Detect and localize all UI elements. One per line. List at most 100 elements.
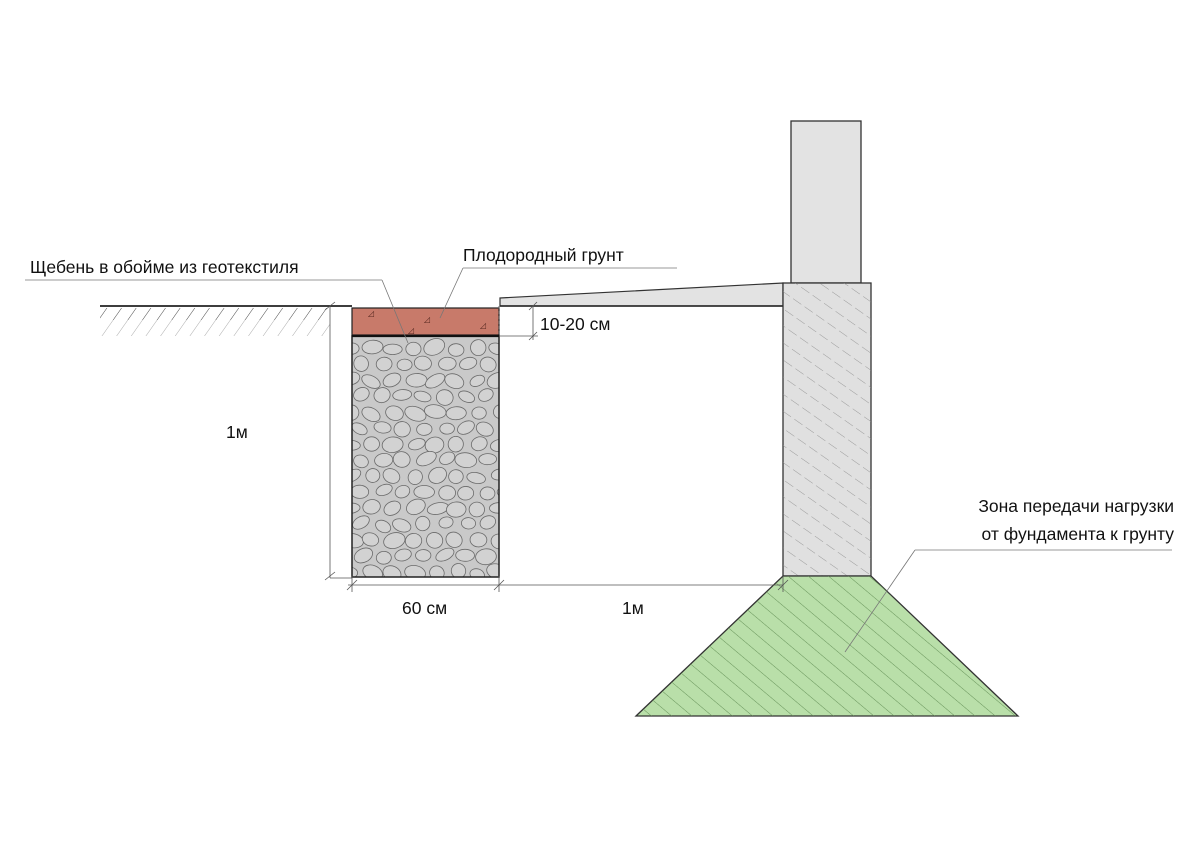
house-wall [790, 120, 862, 284]
gravel-stone [375, 550, 392, 565]
gravel-stone [455, 548, 475, 562]
gravel-stone [498, 419, 518, 437]
gravel-stone [435, 389, 454, 406]
trench-width-label: 60 см [402, 598, 447, 618]
gravel-stone [460, 517, 476, 530]
gravel-stone [365, 468, 381, 483]
gravel-stone [471, 406, 487, 420]
gravel-stone [469, 532, 488, 548]
gravel-stone [475, 548, 497, 566]
gravel-stone [382, 372, 402, 388]
gravel-stone [466, 471, 486, 484]
gravel-stone [459, 356, 478, 370]
gravel-stone [413, 485, 435, 499]
gravel-stone [457, 486, 475, 501]
gravel-stone [352, 484, 370, 499]
gravel-stone [352, 439, 361, 451]
gravel-trench [351, 334, 522, 578]
gravel-stone [415, 515, 431, 532]
gravel-stone [479, 356, 497, 373]
gravel-stone [469, 374, 486, 387]
leader-lines [25, 267, 1172, 653]
gravel-stone [439, 451, 456, 465]
gravel-stone [353, 355, 369, 372]
distance-label: 1м [622, 598, 644, 618]
gravel-stone [406, 498, 426, 516]
gravel-stone [392, 451, 411, 468]
gravel-stone [438, 516, 454, 529]
gravel-stone [450, 563, 467, 577]
gravel-stone [373, 387, 391, 404]
gravel-stone [478, 388, 494, 402]
load-zone-label-line1: Зона передачи нагрузки [978, 496, 1174, 516]
gravel-stone [394, 484, 411, 499]
gravel-stone [363, 436, 380, 452]
gravel-stone [416, 422, 433, 436]
gravel-stone [405, 373, 428, 388]
gravel-stone [499, 358, 522, 375]
gravel-stone [438, 356, 457, 371]
gravel-stone [352, 502, 361, 515]
gravel-stone [361, 339, 384, 355]
gravel-stone [352, 533, 364, 549]
svg-text:◿: ◿ [479, 321, 486, 330]
gravel-stone [457, 420, 475, 435]
gravel-stone [446, 501, 467, 518]
gravel-stone [383, 532, 406, 549]
gravel-stone [396, 358, 413, 371]
blind-area-slab [499, 282, 784, 307]
svg-text:◿: ◿ [407, 326, 414, 335]
gravel-stone [458, 390, 475, 403]
gravel-stone [425, 373, 446, 389]
gravel-stone [352, 371, 361, 386]
gravel-stone [353, 547, 374, 564]
gravel-stone [490, 533, 499, 550]
gravel-stone [470, 436, 488, 452]
dimension-lines [324, 301, 789, 592]
gravel-stone [413, 390, 432, 403]
gravel-stone [382, 468, 401, 484]
gravel-stone [375, 519, 392, 534]
gravel-stone [408, 438, 426, 451]
gravel-stone [381, 436, 404, 454]
layer-thickness-label: 10-20 см [540, 314, 610, 334]
gravel-stone [374, 452, 394, 468]
gravel-stone [498, 451, 499, 467]
foundation [782, 282, 872, 577]
gravel-stone [496, 487, 499, 500]
gravel-stone [478, 453, 498, 466]
gravel-stone [415, 549, 432, 562]
gravel-stone [362, 499, 381, 515]
ground-surface [100, 305, 352, 340]
fertile-soil-label: Плодородный грунт [463, 245, 624, 265]
load-transfer-zone [634, 575, 1020, 717]
gravel-stone [424, 436, 445, 454]
gravel-stone [392, 389, 413, 401]
gravel-stone [447, 435, 464, 453]
gravel-stone [438, 485, 456, 501]
gravel-stone [375, 356, 393, 372]
gravel-stone [416, 450, 437, 467]
gravel-stone [385, 405, 404, 421]
gravel-stone [361, 374, 381, 389]
gravel-stone [445, 406, 467, 421]
svg-text:◿: ◿ [423, 315, 430, 324]
gravel-stone [428, 466, 447, 484]
gravel-stone [470, 339, 487, 357]
gravel-stone [404, 533, 423, 549]
gravel-stone [498, 515, 499, 532]
gravel-stone [475, 421, 494, 437]
gravel-stone [486, 563, 499, 577]
gravel-stone [468, 501, 485, 518]
fertile-soil-layer: ◿ ◿ ◿ ◿ [351, 307, 500, 336]
gravel-stone [373, 421, 392, 434]
gravel-stone [382, 565, 402, 577]
gravel-stone [352, 566, 358, 577]
gravel-stone [426, 532, 444, 549]
gravel-stone [352, 342, 360, 355]
svg-text:◿: ◿ [367, 309, 374, 318]
gravel-stone [454, 452, 478, 469]
gravel-stone [501, 549, 517, 565]
gravel-stone [405, 341, 422, 357]
gravel-stone [361, 532, 380, 547]
